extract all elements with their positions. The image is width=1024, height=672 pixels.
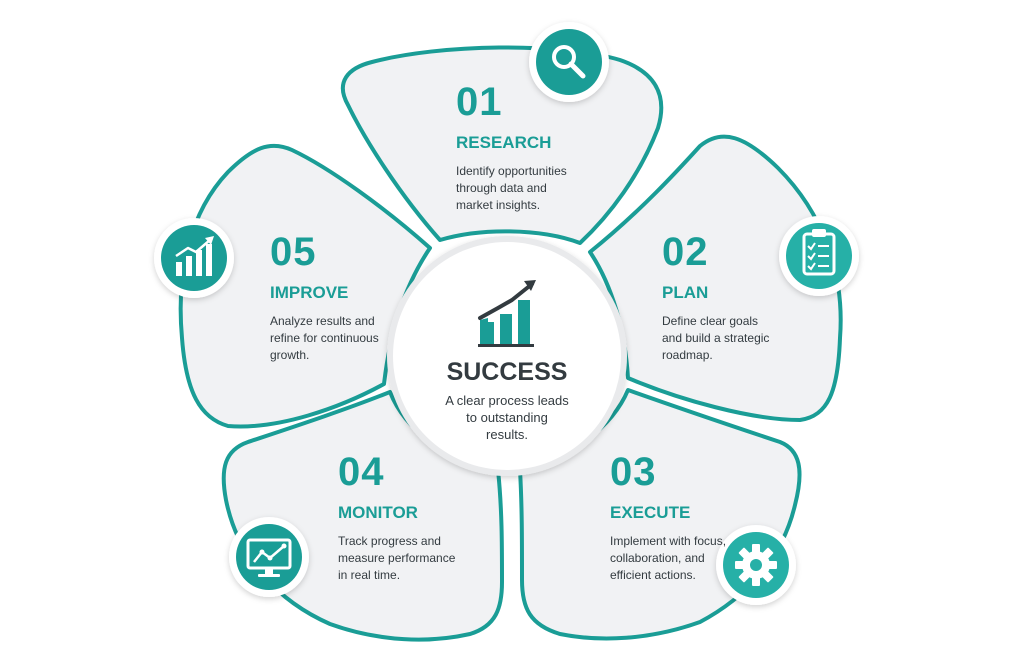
center-label: SUCCESS A clear process leads to outstan…	[432, 358, 582, 443]
step-description: Identify opportunities through data and …	[456, 164, 567, 212]
step-01: 01 RESEARCH Identify opportunities throu…	[456, 80, 646, 214]
bar-growth-icon	[175, 236, 214, 276]
monitor-chart-icon	[246, 538, 292, 577]
step-title: IMPROVE	[270, 283, 349, 302]
step-number: 05	[270, 230, 317, 274]
petal-02	[588, 134, 843, 422]
growth-chart-icon	[478, 280, 536, 347]
center-circle	[387, 236, 627, 476]
icon-badge-05	[154, 218, 234, 298]
step-04: 04 MONITOR Track progress and measure pe…	[338, 450, 528, 584]
step-description: Define clear goals and build a strategic…	[662, 314, 770, 362]
step-title: MONITOR	[338, 503, 418, 522]
step-number: 04	[338, 450, 385, 494]
icon-badge-04	[229, 517, 309, 597]
icon-badge-02	[779, 216, 859, 296]
step-number: 02	[662, 230, 709, 274]
step-title: RESEARCH	[456, 133, 552, 152]
step-description: Analyze results and refine for continuou…	[270, 314, 379, 362]
step-title: EXECUTE	[610, 503, 691, 522]
gear-icon	[735, 544, 777, 586]
step-description: Track progress and measure performance i…	[338, 534, 456, 582]
clipboard-checklist-icon	[802, 229, 836, 276]
center-description: A clear process leads to outstanding res…	[445, 393, 569, 442]
step-description: Implement with focus, collaboration, and…	[610, 534, 727, 582]
icon-badge-01	[529, 22, 609, 102]
step-number: 03	[610, 450, 657, 494]
step-02: 02 PLAN Define clear goals and build a s…	[662, 230, 852, 364]
step-number: 01	[456, 80, 503, 124]
step-03: 03 EXECUTE Implement with focus, collabo…	[610, 450, 800, 584]
center-title: SUCCESS	[446, 358, 568, 386]
step-05: 05 IMPROVE Analyze results and refine fo…	[270, 230, 460, 364]
petal-05	[178, 143, 432, 429]
icon-badge-03	[716, 525, 796, 605]
step-title: PLAN	[662, 283, 709, 302]
magnifier-icon	[552, 45, 586, 79]
